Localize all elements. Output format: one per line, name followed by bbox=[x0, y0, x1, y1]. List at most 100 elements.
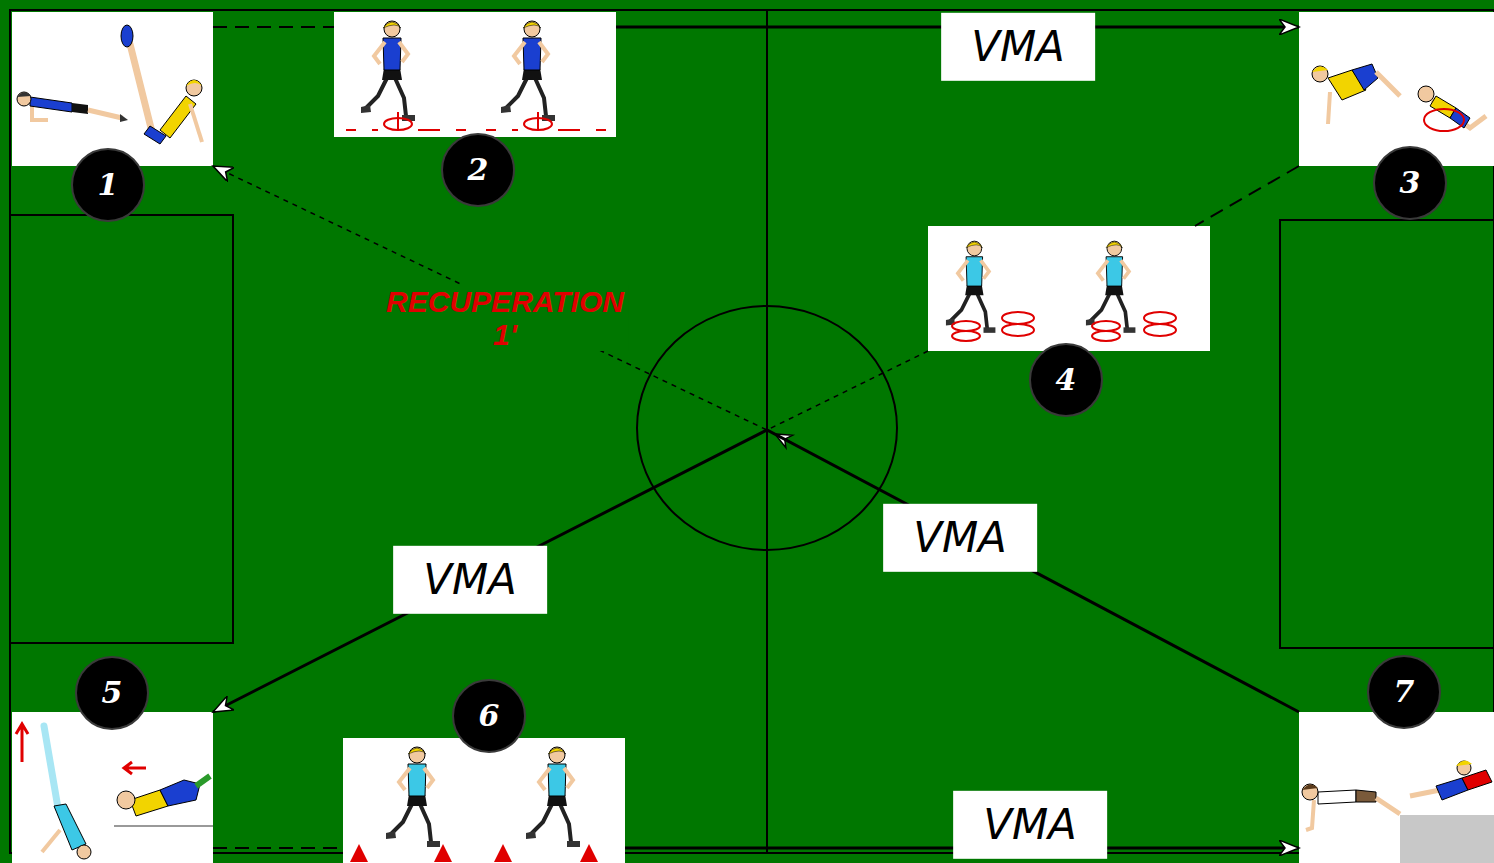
side-plank-figure-part bbox=[1376, 72, 1400, 96]
hurdle-runners-part bbox=[501, 21, 555, 121]
callout-circle: 7 bbox=[1367, 655, 1441, 729]
crunch-figure-part bbox=[117, 791, 135, 809]
push-up-figure-part bbox=[1376, 798, 1400, 814]
side-plank-figure-part bbox=[1352, 64, 1378, 90]
pitch-lines bbox=[10, 10, 1494, 853]
leg-raise-figure-part bbox=[144, 126, 166, 144]
callout-number: 4 bbox=[1056, 365, 1077, 395]
ring-runners-part-part bbox=[1144, 324, 1176, 336]
cone-runners-part bbox=[526, 747, 580, 847]
station-panels-part bbox=[928, 226, 1210, 351]
leg-raise-figure bbox=[121, 25, 202, 144]
leg-raise-figure-part bbox=[190, 104, 202, 142]
ring-runners-part-part bbox=[952, 321, 980, 331]
callout-circle: 2 bbox=[441, 133, 515, 207]
crunch-figure-part bbox=[114, 825, 213, 827]
ring-runners-part bbox=[1086, 241, 1136, 333]
crunch-figure-part bbox=[160, 780, 200, 806]
vertical-leg-raise-figure bbox=[16, 724, 91, 859]
callout-number: 2 bbox=[468, 155, 489, 185]
ball-crunch-figure bbox=[1418, 86, 1486, 131]
callout-number: 6 bbox=[479, 701, 500, 731]
plank-figure-part bbox=[17, 92, 31, 106]
push-up-figure-part bbox=[1306, 800, 1314, 830]
hurdle-runners-part bbox=[361, 21, 415, 121]
cone-runners-part-part bbox=[434, 844, 452, 862]
hurdle-runners-part bbox=[346, 112, 606, 130]
cone-runners-part-part bbox=[350, 844, 368, 862]
edge-label: VMA bbox=[971, 22, 1065, 71]
vertical-leg-raise-figure-part bbox=[54, 804, 86, 850]
cone-runners-part bbox=[386, 747, 440, 847]
station-panels-part bbox=[343, 738, 625, 863]
connector bbox=[213, 847, 343, 849]
ring-runners-part-part bbox=[1002, 324, 1034, 336]
vertical-leg-raise-figure-part bbox=[16, 724, 28, 762]
bench-figure-part bbox=[1400, 815, 1494, 863]
plank-figure-part bbox=[17, 92, 31, 97]
connector bbox=[213, 430, 1299, 712]
pitch-lines-part bbox=[1280, 220, 1494, 648]
connector bbox=[213, 26, 334, 28]
callout-number: 1 bbox=[98, 170, 119, 200]
station-box: 4 bbox=[928, 226, 1210, 351]
ring-runners-part-part bbox=[952, 331, 980, 341]
crunch-figure-part bbox=[196, 776, 210, 786]
cone-runners-part-part bbox=[580, 844, 598, 862]
ring-runners-part-part bbox=[1144, 312, 1176, 324]
station-box: 3 bbox=[1299, 12, 1494, 166]
callout-circle: 1 bbox=[71, 148, 145, 222]
pitch-lines-part bbox=[10, 215, 233, 643]
station-box: 2 bbox=[334, 12, 616, 137]
push-up-figure bbox=[1302, 784, 1400, 830]
plank-figure-part bbox=[88, 110, 122, 118]
station-box: 5 bbox=[12, 712, 213, 863]
station-panels-part bbox=[12, 12, 213, 166]
cone-runners-part bbox=[350, 844, 598, 862]
edge-label: RECUPERATION 1' bbox=[386, 285, 624, 351]
push-up-figure-part bbox=[1318, 790, 1356, 804]
pitch-lines-part bbox=[10, 10, 1494, 853]
plank-figure-part bbox=[72, 103, 88, 114]
side-plank-figure-part bbox=[1312, 66, 1328, 82]
station-box: 1 bbox=[12, 12, 213, 166]
side-plank-figure-part bbox=[1312, 66, 1328, 72]
bench-figure-part bbox=[1410, 790, 1440, 796]
bench-figure-part bbox=[1456, 760, 1472, 766]
station-box: 7 bbox=[1299, 712, 1494, 863]
callout-circle: 5 bbox=[75, 656, 149, 730]
ring-runners-part bbox=[946, 241, 996, 333]
ring-runners-part-part bbox=[1002, 312, 1034, 324]
leg-raise-figure-part bbox=[130, 44, 152, 132]
station-panels-part bbox=[12, 712, 213, 863]
vertical-leg-raise-figure-part bbox=[44, 726, 58, 808]
ball-crunch-figure-part bbox=[1418, 86, 1434, 102]
station-panels-part bbox=[1299, 12, 1494, 166]
side-plank-figure-part bbox=[1328, 92, 1330, 124]
ring-runners-part bbox=[952, 312, 1176, 341]
vertical-leg-raise-figure-part bbox=[77, 845, 91, 859]
connector bbox=[1195, 166, 1299, 226]
side-plank-figure bbox=[1312, 64, 1400, 124]
push-up-figure-part bbox=[1302, 784, 1318, 790]
station-panels-part bbox=[334, 12, 616, 137]
hurdle-runners bbox=[346, 21, 606, 130]
edge-label: VMA bbox=[983, 800, 1077, 849]
callout-circle: 6 bbox=[452, 679, 526, 753]
leg-raise-figure-part bbox=[186, 80, 202, 96]
hurdle-runners-part-part bbox=[346, 129, 606, 131]
bench-figure-part bbox=[1457, 761, 1471, 775]
edge-label-box: RECUPERATION 1' bbox=[382, 285, 628, 351]
edge-label-box: VMA bbox=[883, 504, 1037, 572]
callout-number: 7 bbox=[1394, 677, 1415, 707]
connector bbox=[213, 166, 928, 430]
cone-runners-part-part bbox=[494, 844, 512, 862]
station-panels bbox=[12, 12, 1494, 863]
leg-raise-figure-part bbox=[121, 25, 133, 47]
ring-runners bbox=[946, 241, 1176, 341]
ring-runners-part-part bbox=[1092, 331, 1120, 341]
edge-label-box: VMA bbox=[953, 791, 1107, 859]
